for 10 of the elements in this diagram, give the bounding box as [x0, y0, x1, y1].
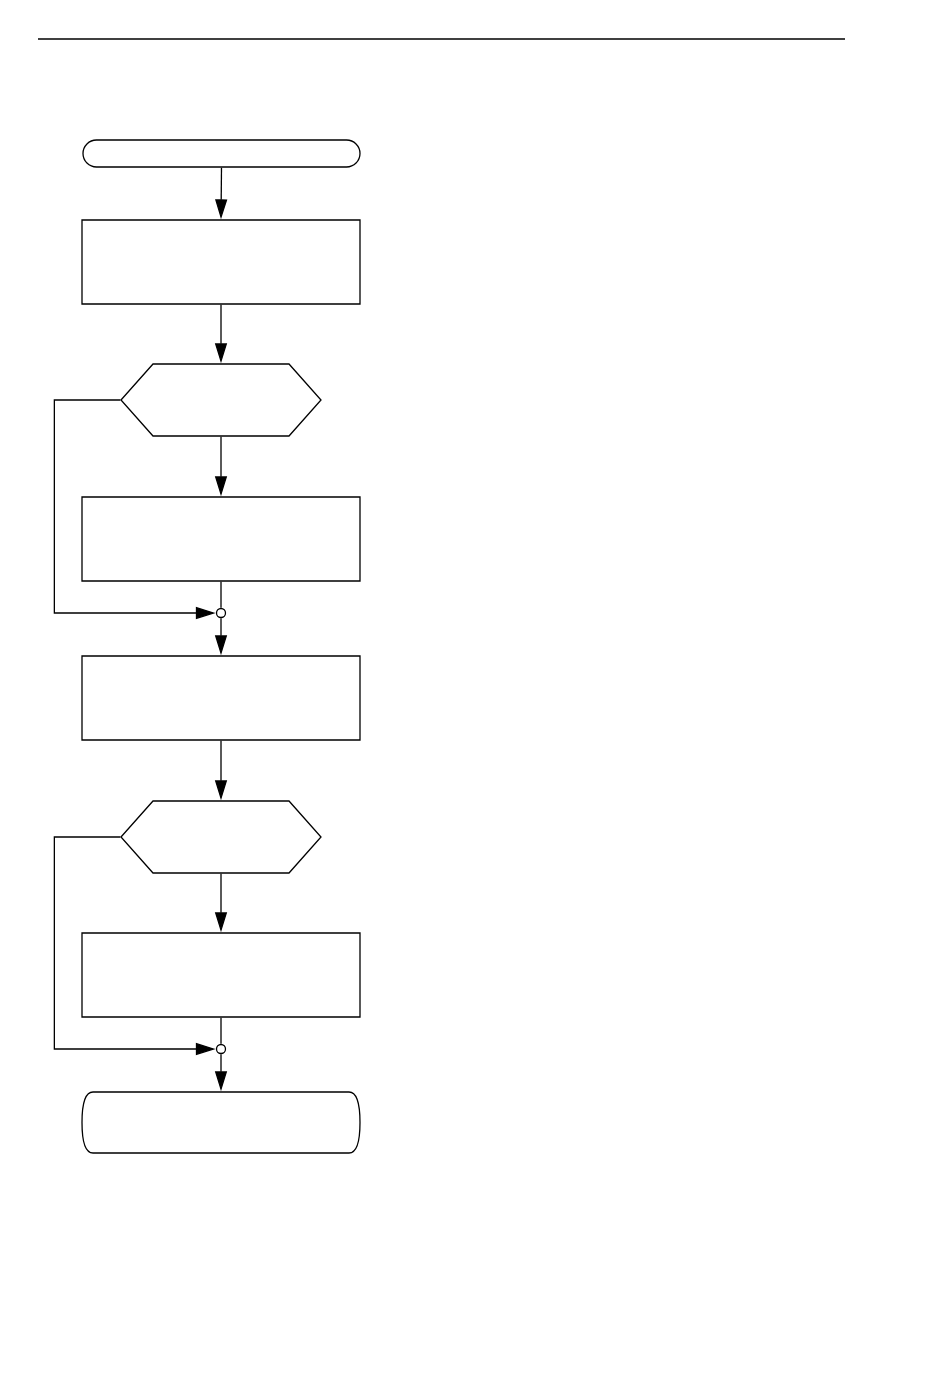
- process-box: [81, 219, 361, 305]
- decision-hexagon: [120, 800, 322, 874]
- terminal-pill: [82, 139, 361, 168]
- connector-line: [220, 1017, 222, 1045]
- process-box: [81, 655, 361, 741]
- decision-hexagon: [120, 363, 322, 437]
- process-box: [81, 932, 361, 1018]
- connector-line: [220, 581, 222, 609]
- terminal-capsule: [81, 1091, 361, 1154]
- process-box: [81, 496, 361, 582]
